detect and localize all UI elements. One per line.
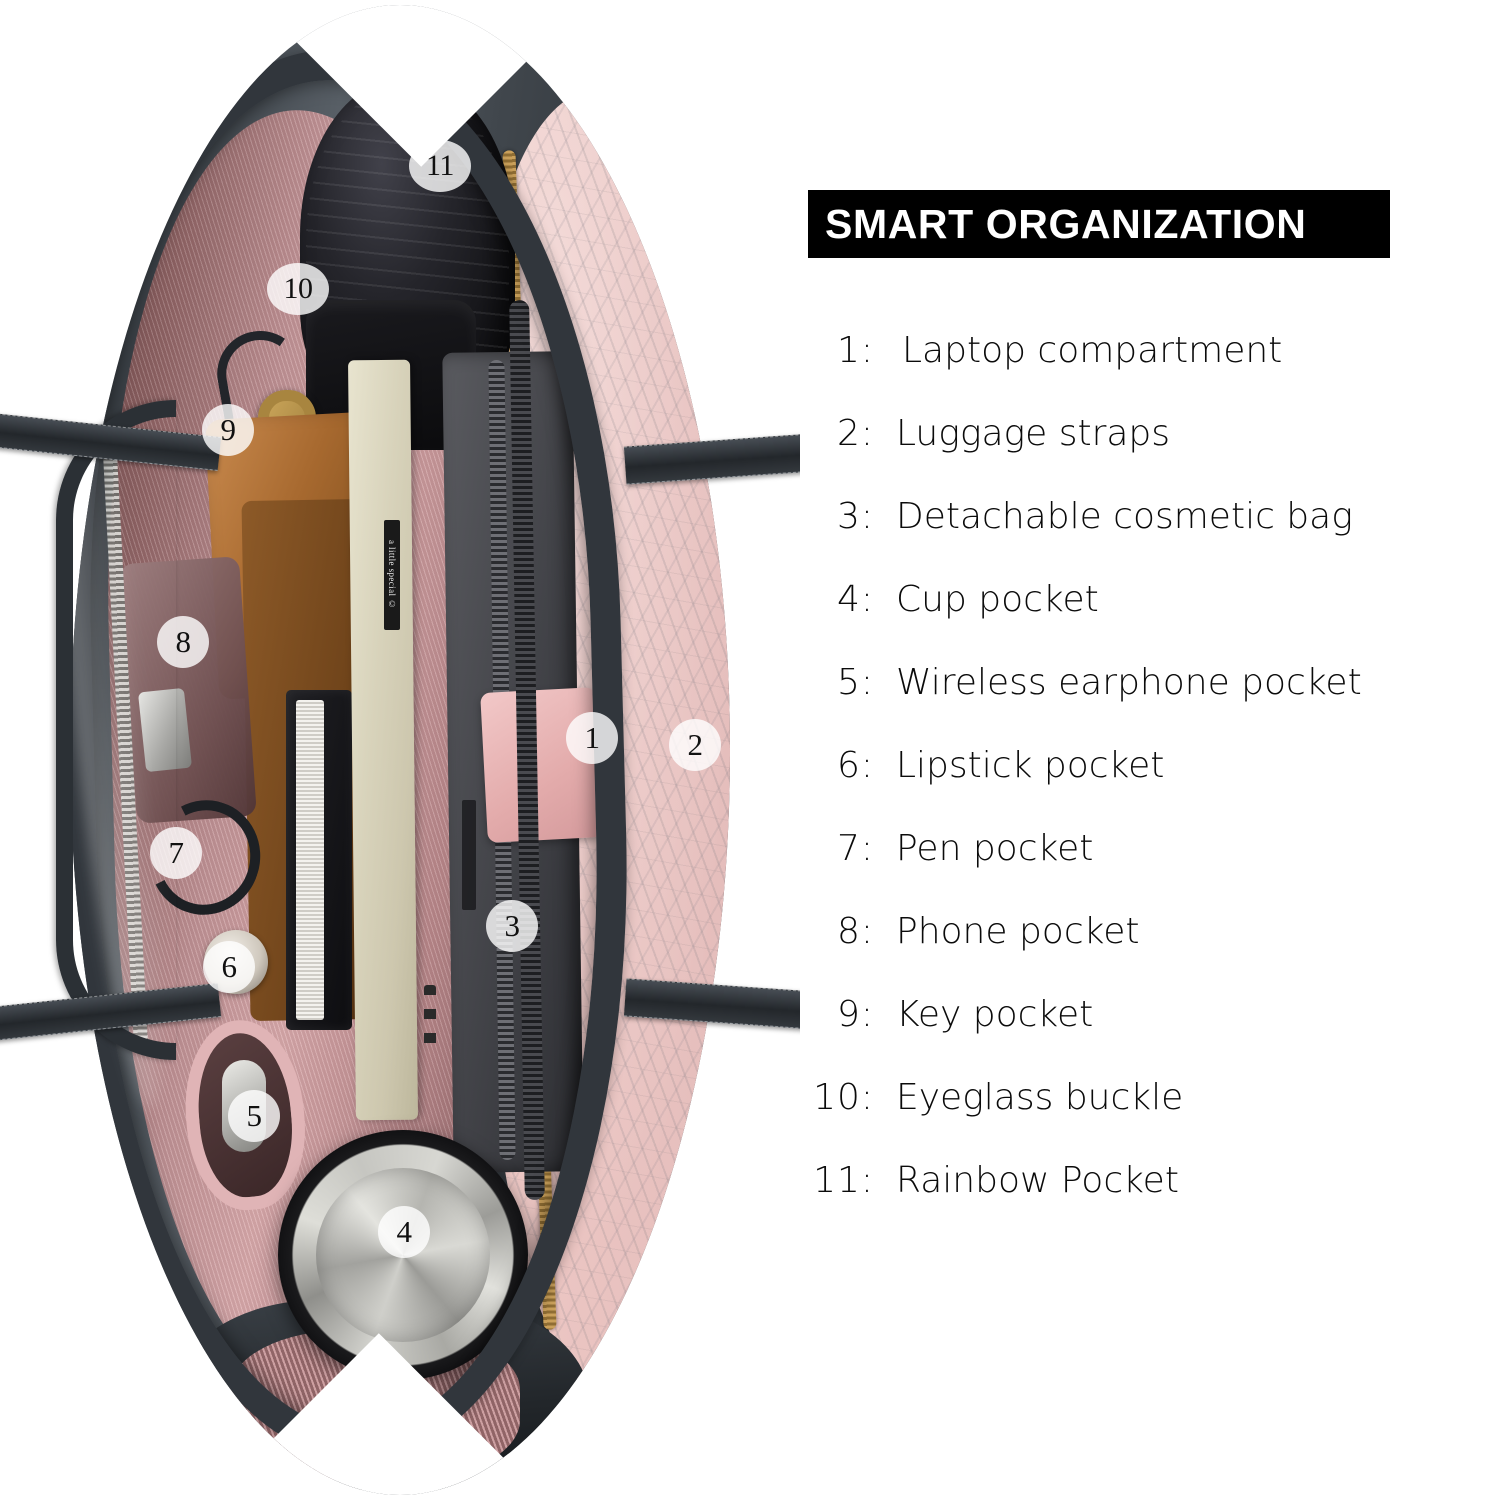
feature-number: 10: (813, 1077, 874, 1118)
bag-silhouette-clip: a little special © (0, 0, 800, 1500)
feature-row: 7: Pen pocket (800, 828, 1500, 911)
callout-badge-8: 8 (157, 616, 209, 668)
feature-number: 6: (836, 745, 874, 786)
feature-label: Rainbow Pocket (896, 1160, 1179, 1201)
notebook-pages (296, 700, 324, 1020)
feature-row: 1: Laptop compartment (800, 330, 1500, 413)
feature-row: 4: Cup pocket (800, 579, 1500, 662)
feature-number: 3: (836, 496, 874, 537)
callout-badge-11: 11 (409, 140, 471, 192)
laptop-speaker-holes (424, 985, 436, 1055)
feature-row: 9: Key pocket (800, 994, 1500, 1077)
feature-label: Pen pocket (896, 828, 1094, 869)
product-photo: a little special © (0, 0, 800, 1500)
feature-number: 7: (836, 828, 874, 869)
callout-badge-9: 9 (202, 404, 254, 456)
text-panel: SMART ORGANIZATION 1: Laptop compartment 2… (800, 0, 1500, 1500)
feature-list: 1: Laptop compartment 2: Luggage straps 3: De… (800, 330, 1500, 1243)
feature-row: 10: Eyeglass buckle (800, 1077, 1500, 1160)
callout-badge-3: 3 (486, 900, 538, 952)
feature-label: Laptop compartment (902, 330, 1283, 371)
callout-badge-1: 1 (566, 712, 618, 764)
feature-label: Wireless earphone pocket (896, 662, 1362, 703)
feature-row: 2: Luggage straps (800, 413, 1500, 496)
feature-label: Detachable cosmetic bag (896, 496, 1353, 537)
callout-badge-5: 5 (228, 1090, 280, 1142)
feature-row: 11: Rainbow Pocket (800, 1160, 1500, 1243)
callout-badge-10: 10 (267, 263, 329, 315)
feature-number: 11: (813, 1160, 874, 1201)
feature-label: Eyeglass buckle (896, 1077, 1184, 1118)
feature-row: 8: Phone pocket (800, 911, 1500, 994)
feature-label: Phone pocket (896, 911, 1140, 952)
cosmetic-bag-print (462, 800, 476, 910)
feature-row: 5: Wireless earphone pocket (800, 662, 1500, 745)
feature-label: Luggage straps (896, 413, 1171, 454)
feature-number: 5: (836, 662, 874, 703)
feature-number: 2: (836, 413, 874, 454)
callout-badge-2: 2 (669, 719, 721, 771)
left-handle-arc (56, 400, 176, 1060)
callout-badge-6: 6 (203, 941, 255, 993)
laptop-brand-label: a little special © (384, 520, 400, 630)
feature-number: 8: (836, 911, 874, 952)
feature-label: Key pocket (896, 994, 1094, 1035)
callout-badge-7: 7 (150, 827, 202, 879)
feature-number: 1: (836, 330, 874, 371)
title-banner: SMART ORGANIZATION (808, 190, 1390, 258)
feature-row: 3: Detachable cosmetic bag (800, 496, 1500, 579)
page-title: SMART ORGANIZATION (825, 200, 1307, 247)
callout-badge-4: 4 (378, 1206, 430, 1258)
feature-number: 4: (836, 579, 874, 620)
feature-label: Cup pocket (896, 579, 1099, 620)
feature-label: Lipstick pocket (896, 745, 1165, 786)
feature-row: 6: Lipstick pocket (800, 745, 1500, 828)
feature-number: 9: (836, 994, 874, 1035)
